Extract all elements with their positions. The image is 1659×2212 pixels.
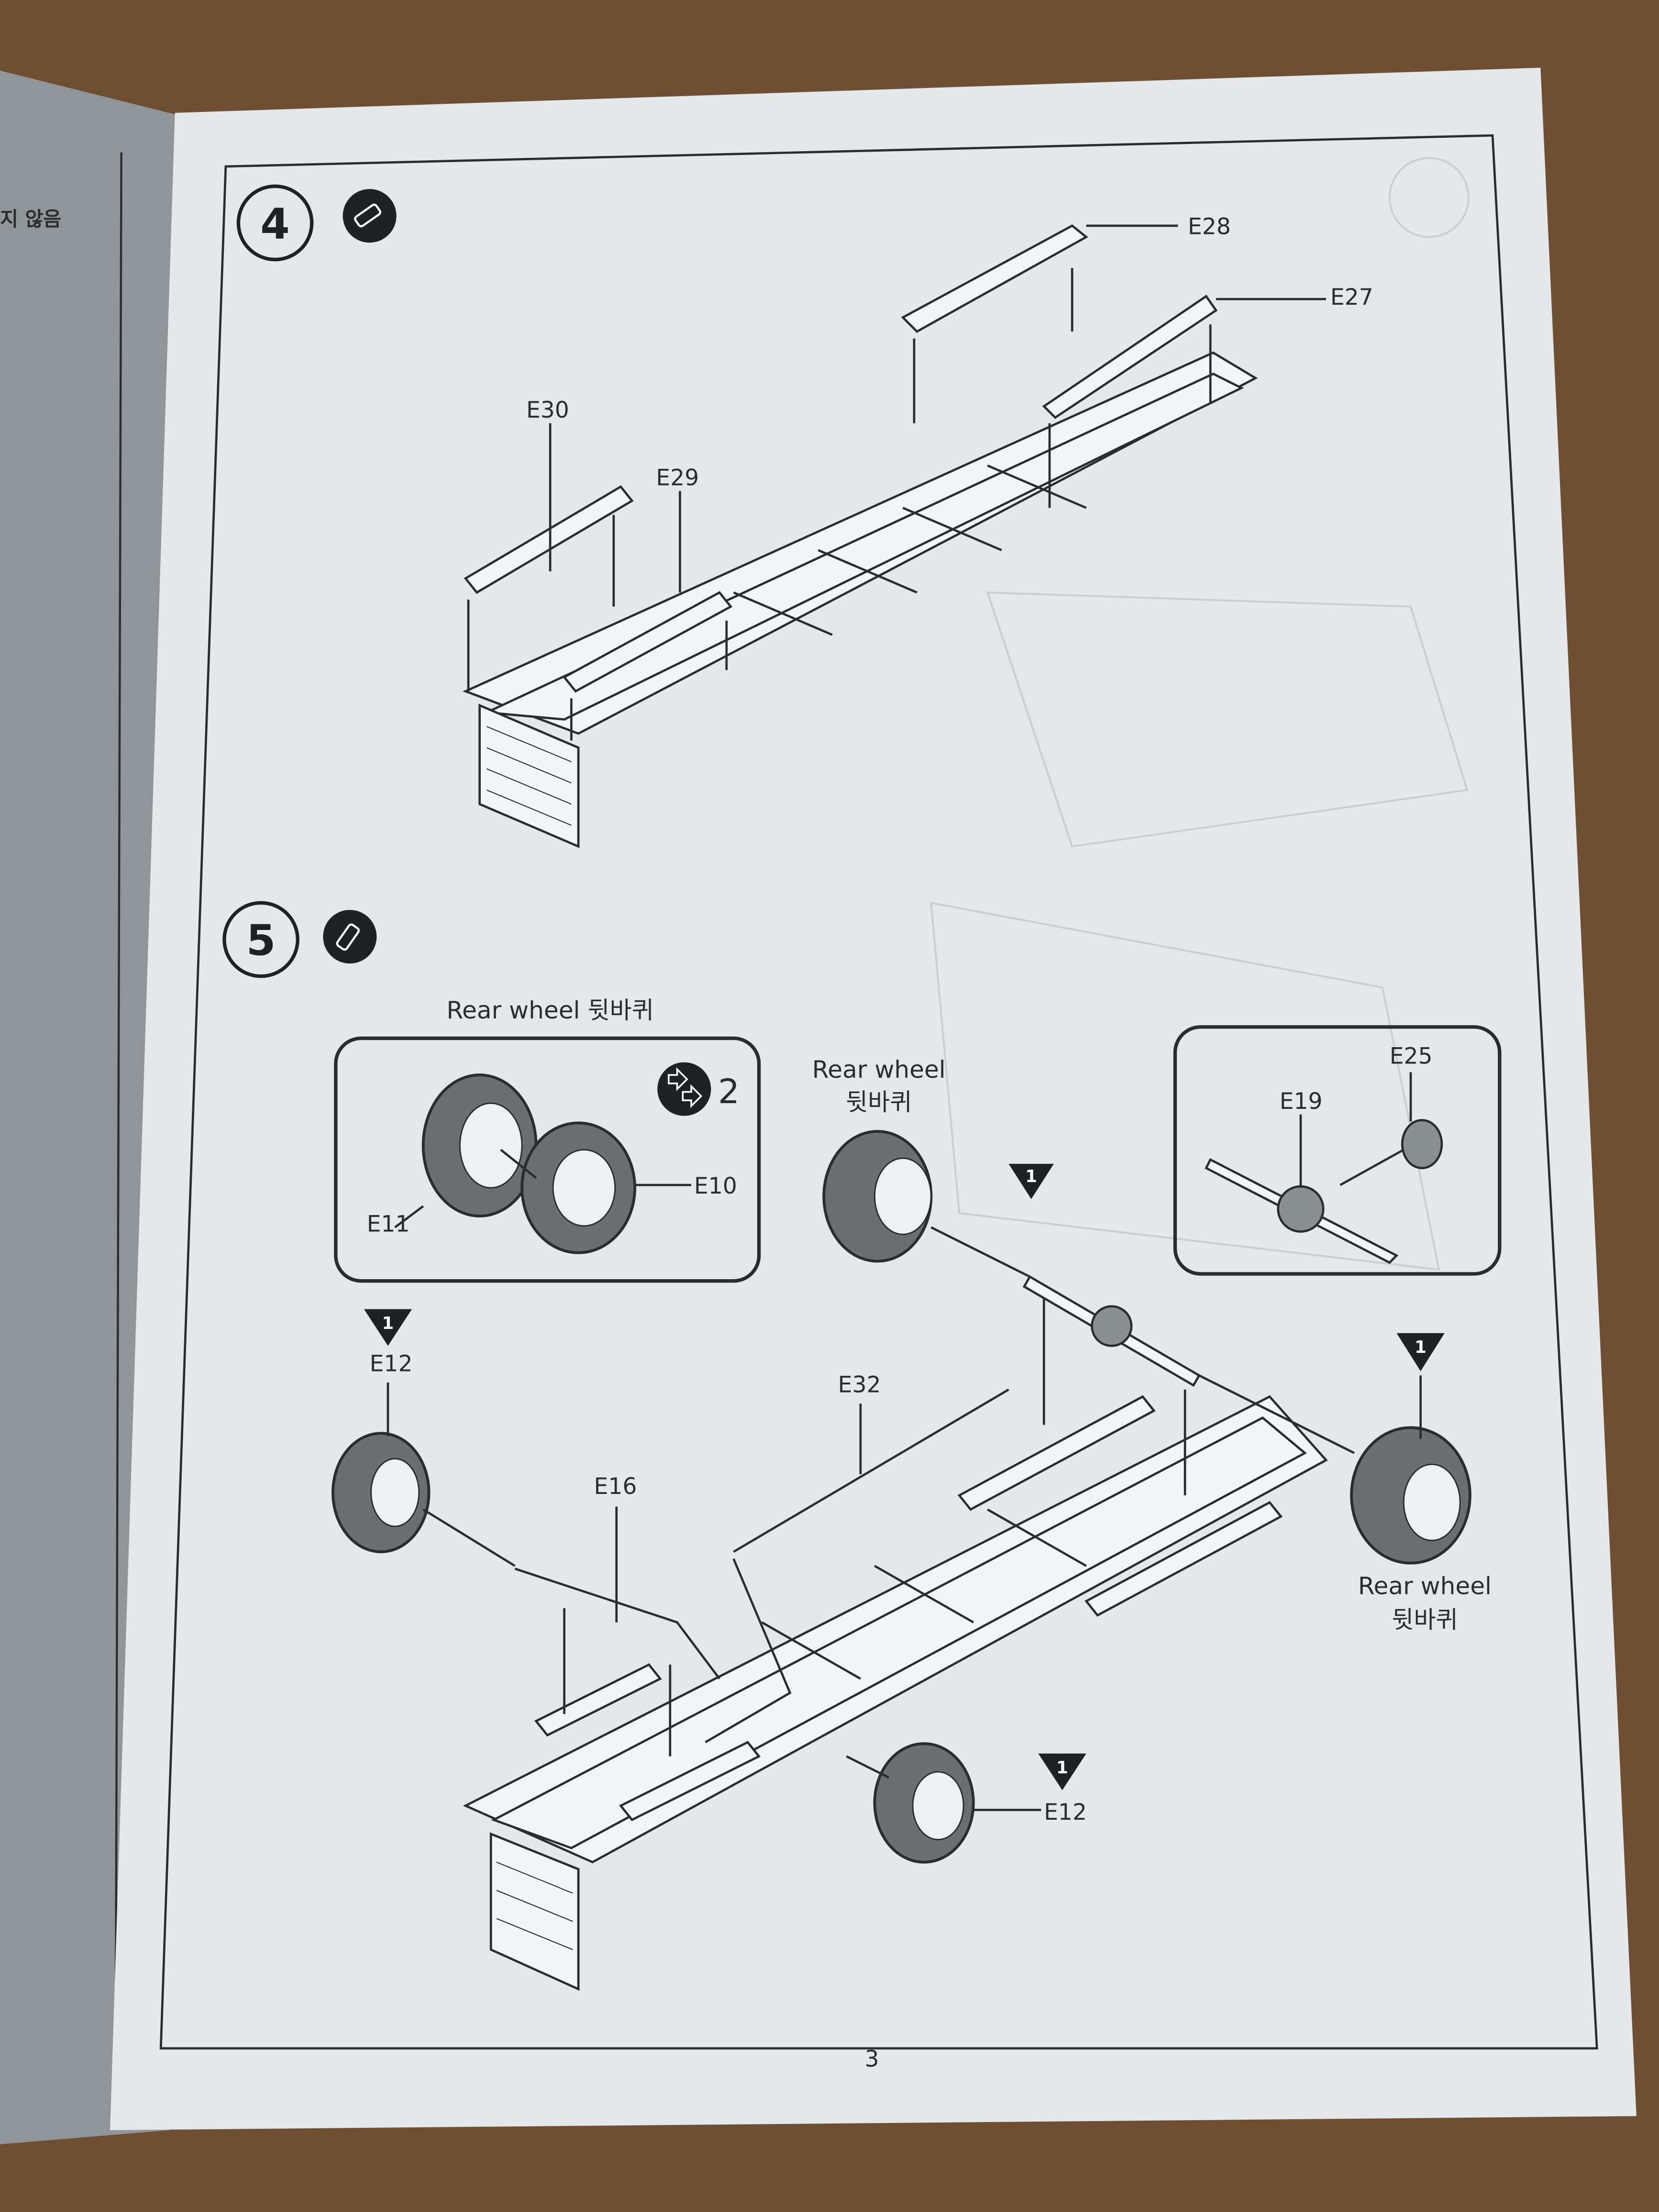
spring-e29 [562, 591, 733, 693]
spring-front-right [619, 1741, 761, 1822]
rear-wheel-right-ko: 뒷바퀴 [1392, 1605, 1458, 1634]
cover-e25 [1401, 1119, 1443, 1170]
inset-rear-wheel-box [334, 1036, 761, 1283]
bleed-through-ghost [930, 157, 1470, 1271]
label-e28: E28 [1188, 214, 1231, 240]
spring-e30 [464, 485, 634, 594]
step-number: 5 [246, 916, 276, 965]
label-e30: E30 [526, 397, 569, 423]
step-number: 4 [260, 199, 290, 248]
driveshaft-e32 [733, 1388, 1009, 1553]
axle-e19 [1205, 1158, 1399, 1264]
svg-text:1: 1 [1025, 1167, 1037, 1186]
chassis-step5 [387, 1226, 1422, 1991]
repeat-arrows-icon [657, 1062, 711, 1116]
svg-text:1: 1 [1056, 1758, 1068, 1778]
front-wheel-left [332, 1432, 431, 1553]
marker-triangle: 1 [1038, 1753, 1086, 1791]
rear-wheel-top [822, 1130, 933, 1263]
spring-rear-right [1084, 1501, 1283, 1617]
step-5-header: 5 [222, 901, 377, 978]
label-e10: E10 [694, 1173, 737, 1199]
svg-text:1: 1 [1415, 1338, 1427, 1357]
page-number: 3 [864, 2046, 879, 2072]
steering-rod-e16 [514, 1568, 720, 1680]
label-e25: E25 [1390, 1043, 1433, 1070]
wheel-e11 [421, 1073, 538, 1217]
inset-rear-wheel-title: Rear wheel 뒷바퀴 [446, 996, 653, 1024]
marker-triangle: 1 [1008, 1163, 1054, 1199]
marker-triangle: 1 [1396, 1333, 1445, 1371]
rear-wheel-top-ko: 뒷바퀴 [846, 1088, 912, 1116]
front-wheel-right [873, 1742, 975, 1864]
label-e11: E11 [367, 1211, 410, 1237]
label-e12-right: E12 [1044, 1799, 1087, 1825]
paint-brush-icon [343, 189, 397, 243]
rear-wheel-top-en: Rear wheel [812, 1055, 946, 1084]
marker-triangle: 1 [364, 1309, 412, 1346]
spring-e27 [1042, 295, 1218, 419]
inset-axle-box [1173, 1025, 1502, 1276]
label-e16: E16 [594, 1473, 637, 1500]
label-e19: E19 [1280, 1088, 1323, 1115]
left-page-text: 지 않음 [0, 208, 61, 231]
repeat-count: 2 [718, 1072, 740, 1111]
step-4-header: 4 [236, 184, 397, 262]
label-e29: E29 [656, 465, 699, 491]
label-e32: E32 [838, 1372, 881, 1398]
wheel-e10 [520, 1121, 636, 1254]
rear-wheel-right-en: Rear wheel [1358, 1571, 1492, 1600]
label-e27: E27 [1330, 284, 1373, 310]
svg-text:1: 1 [382, 1314, 394, 1333]
label-e12-left: E12 [370, 1350, 413, 1377]
rear-wheel-right [1350, 1426, 1471, 1565]
chassis-step4 [462, 224, 1327, 848]
spring-rear-left [957, 1395, 1156, 1511]
spring-e28 [901, 224, 1088, 333]
page-frame [159, 134, 1598, 2050]
spring-front-left [534, 1663, 662, 1737]
paint-brush-icon [323, 910, 377, 964]
